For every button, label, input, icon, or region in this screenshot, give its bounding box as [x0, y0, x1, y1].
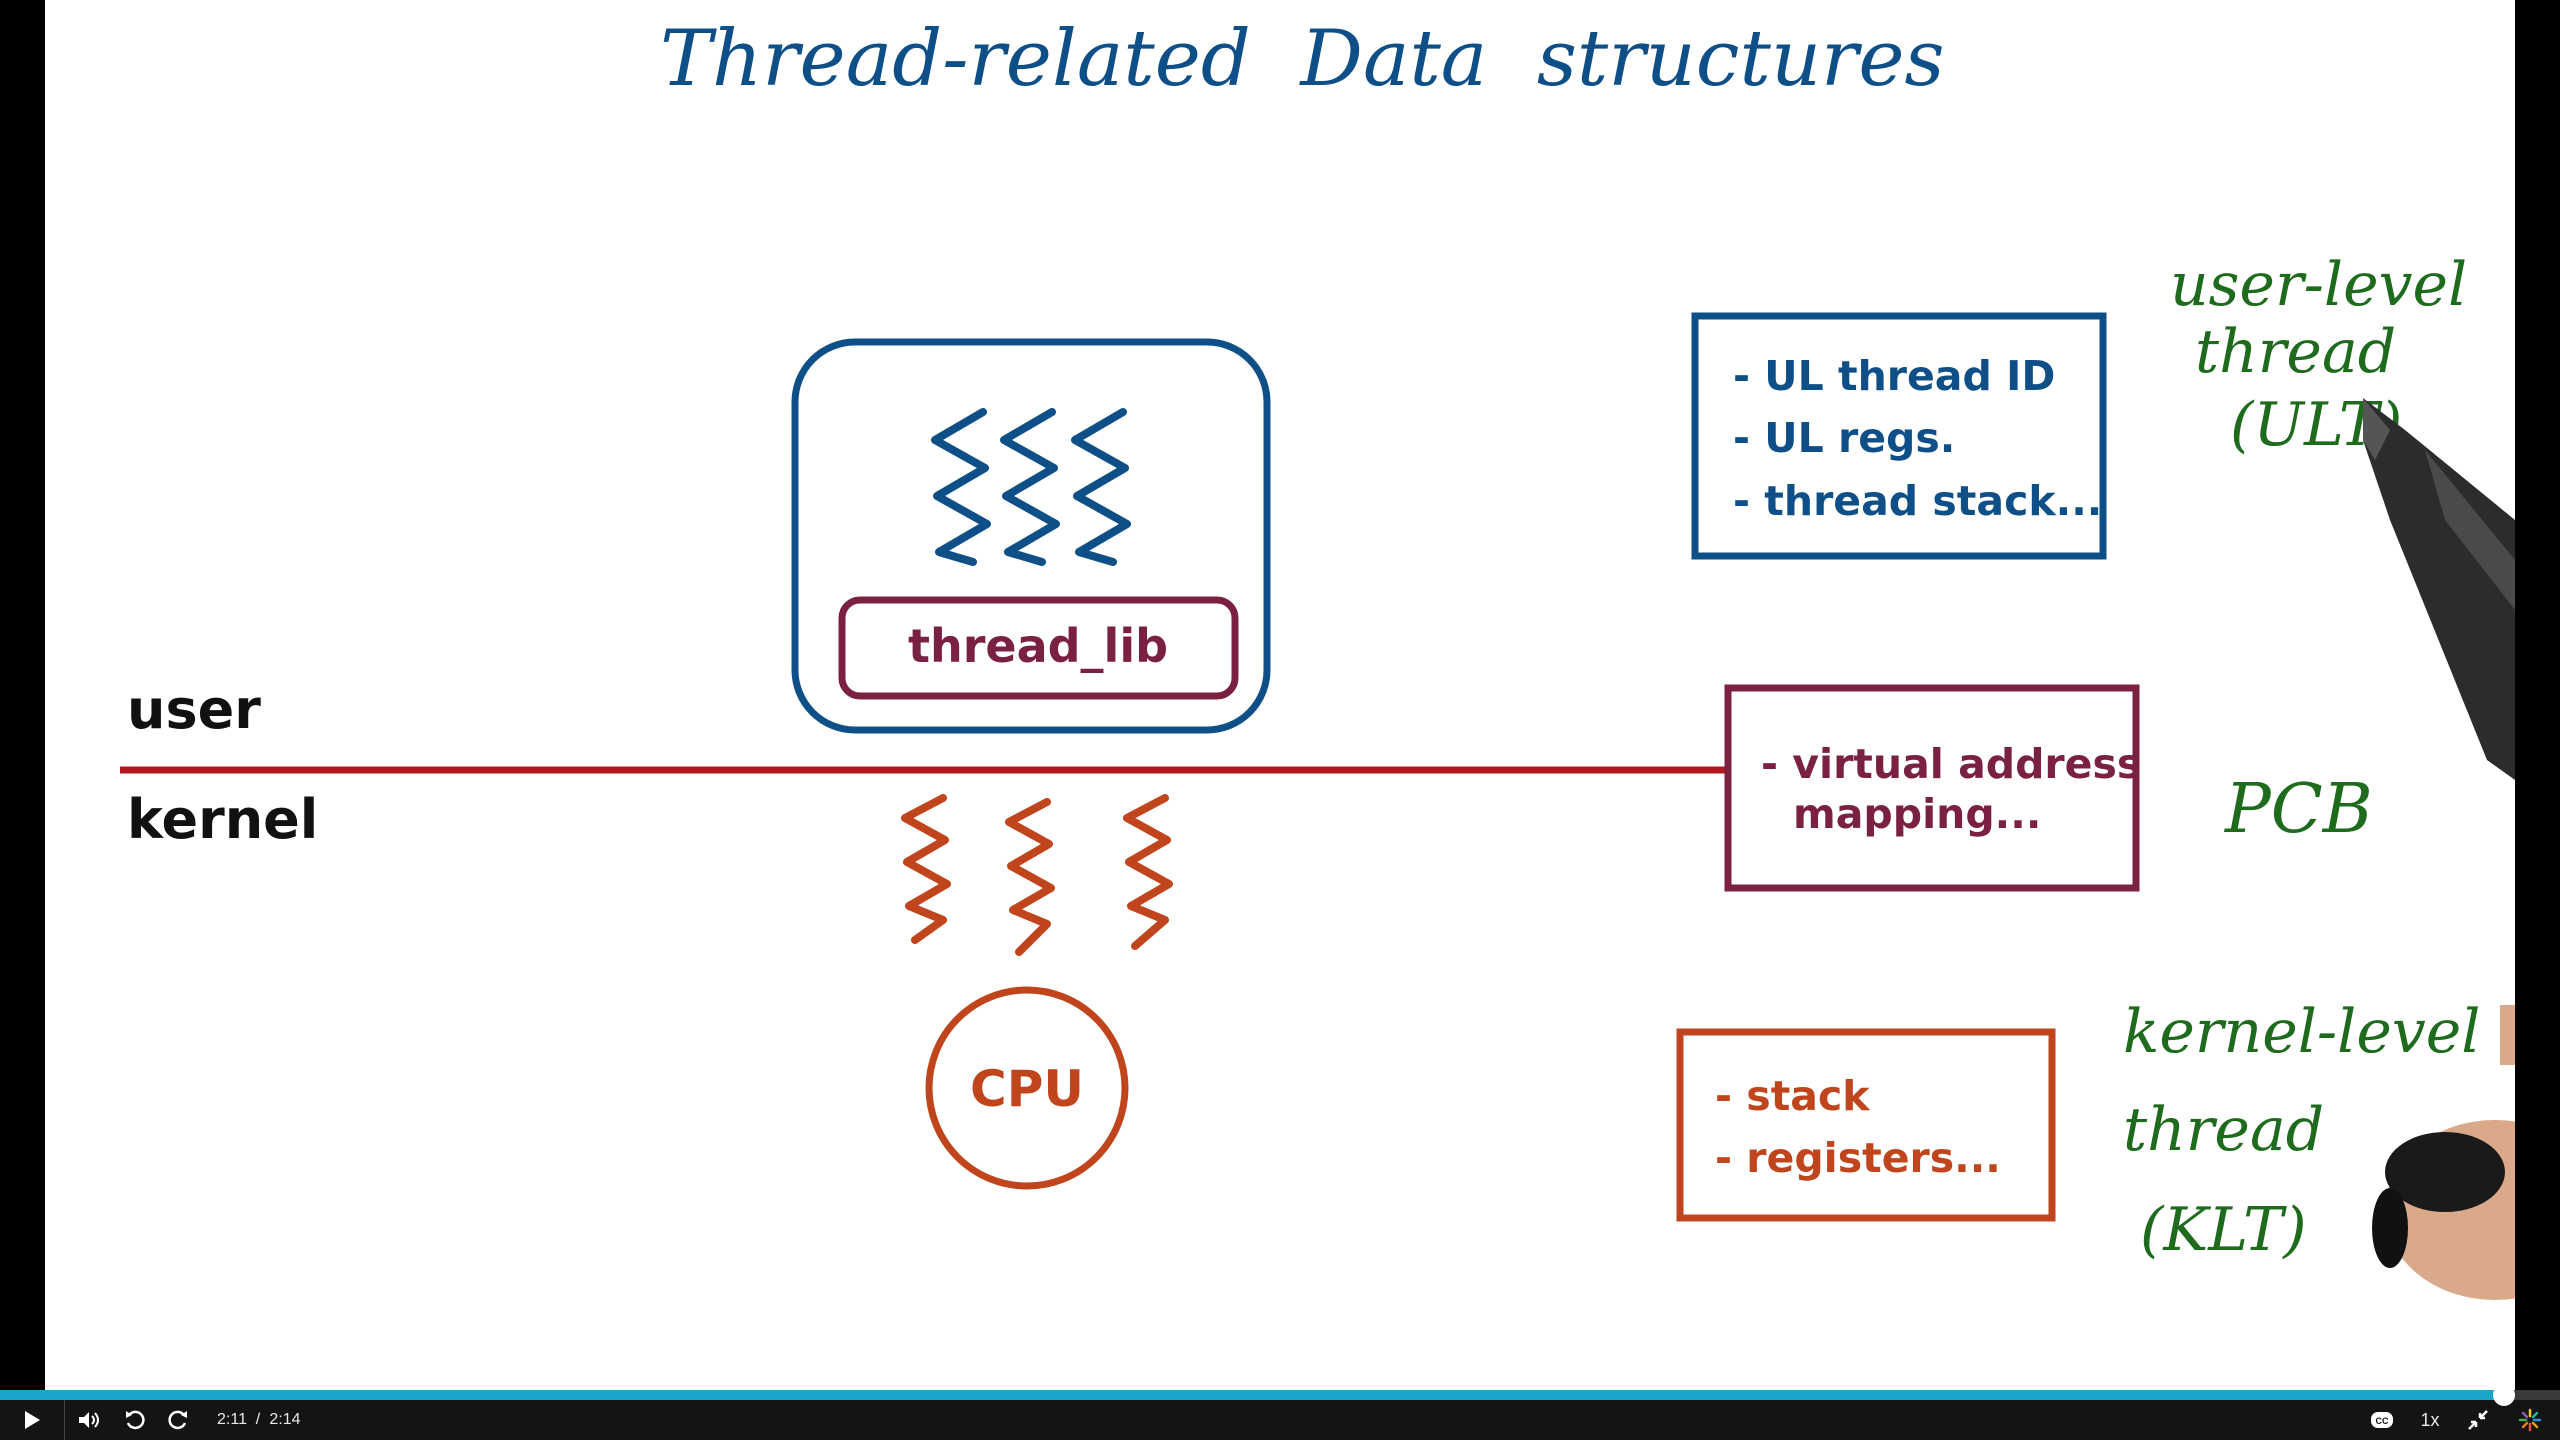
klt-note: kernel-level [2123, 997, 2480, 1067]
ult-note: thread [2195, 317, 2396, 387]
current-time: 2:11 [217, 1411, 247, 1428]
thread-lib-label: thread_lib [908, 619, 1168, 673]
ult-data-box [1691, 312, 2107, 560]
pcb-data-box [1724, 684, 2140, 892]
forward-icon [168, 1410, 187, 1430]
klt-data-line: - registers... [1715, 1134, 2001, 1182]
kernel-thread-squiggle [1005, 798, 1055, 956]
kernel-thread-squiggles [901, 794, 1173, 956]
klt-data-line: - stack [1715, 1072, 1871, 1120]
time-separator: / [255, 1411, 261, 1428]
ult-data-line: - thread stack... [1733, 477, 2102, 525]
brand-icon[interactable] [2510, 1400, 2550, 1440]
user-thread-squiggle [1000, 408, 1060, 566]
progress-fill [0, 1390, 2504, 1400]
whiteboard: Thread-related Data structures user kern… [120, 14, 2515, 1300]
playback-speed-button[interactable]: 1x [2420, 1409, 2440, 1430]
forward-button[interactable] [158, 1400, 198, 1440]
thread-lib-box [838, 596, 1239, 700]
play-button[interactable] [0, 1400, 65, 1440]
slide-title: Thread-related Data structures [660, 14, 1945, 104]
pen-image [2363, 398, 2515, 780]
captions-icon: CC [2371, 1412, 2393, 1428]
progress-bar[interactable] [0, 1384, 2560, 1406]
brand-icon [2518, 1408, 2542, 1432]
svg-text:CC: CC [2376, 1416, 2389, 1426]
kernel-thread-squiggle [901, 794, 951, 944]
video-controls: 2:11 / 2:14 CC 1x [0, 1384, 2560, 1440]
user-thread-squiggles [931, 408, 1131, 566]
progress-thumb[interactable] [2492, 1384, 2515, 1406]
total-time: 2:14 [269, 1411, 301, 1428]
rewind-button[interactable] [115, 1400, 155, 1440]
video-frame[interactable]: Thread-related Data structures user kern… [45, 0, 2515, 1390]
volume-button[interactable] [70, 1400, 110, 1440]
ult-data-line: - UL regs. [1733, 414, 1955, 462]
kernel-space-label: kernel [127, 788, 318, 851]
rewind-icon [126, 1410, 145, 1430]
process-box [791, 338, 1271, 734]
klt-note: (KLT) [2140, 1195, 2307, 1265]
cpu-label: CPU [970, 1060, 1084, 1118]
play-icon [25, 1411, 40, 1429]
user-thread-squiggle [931, 408, 991, 566]
klt-data-box [1676, 1028, 2056, 1222]
volume-icon [79, 1412, 99, 1428]
ult-note: user-level [2170, 250, 2467, 320]
exit-fullscreen-button[interactable] [2458, 1400, 2498, 1440]
hand-image [2372, 1005, 2515, 1300]
klt-note: thread [2123, 1095, 2324, 1165]
captions-button[interactable]: CC [2362, 1400, 2402, 1440]
user-thread-squiggle [1071, 408, 1131, 566]
exit-fullscreen-icon [2468, 1410, 2488, 1430]
user-space-label: user [127, 678, 261, 741]
pcb-note: PCB [2223, 770, 2373, 849]
pcb-data-line: mapping... [1793, 790, 2041, 838]
ult-data-line: - UL thread ID [1733, 352, 2055, 400]
kernel-thread-squiggle [1123, 794, 1173, 950]
cpu-circle [925, 986, 1129, 1190]
pcb-data-line: - virtual address [1761, 740, 2141, 788]
